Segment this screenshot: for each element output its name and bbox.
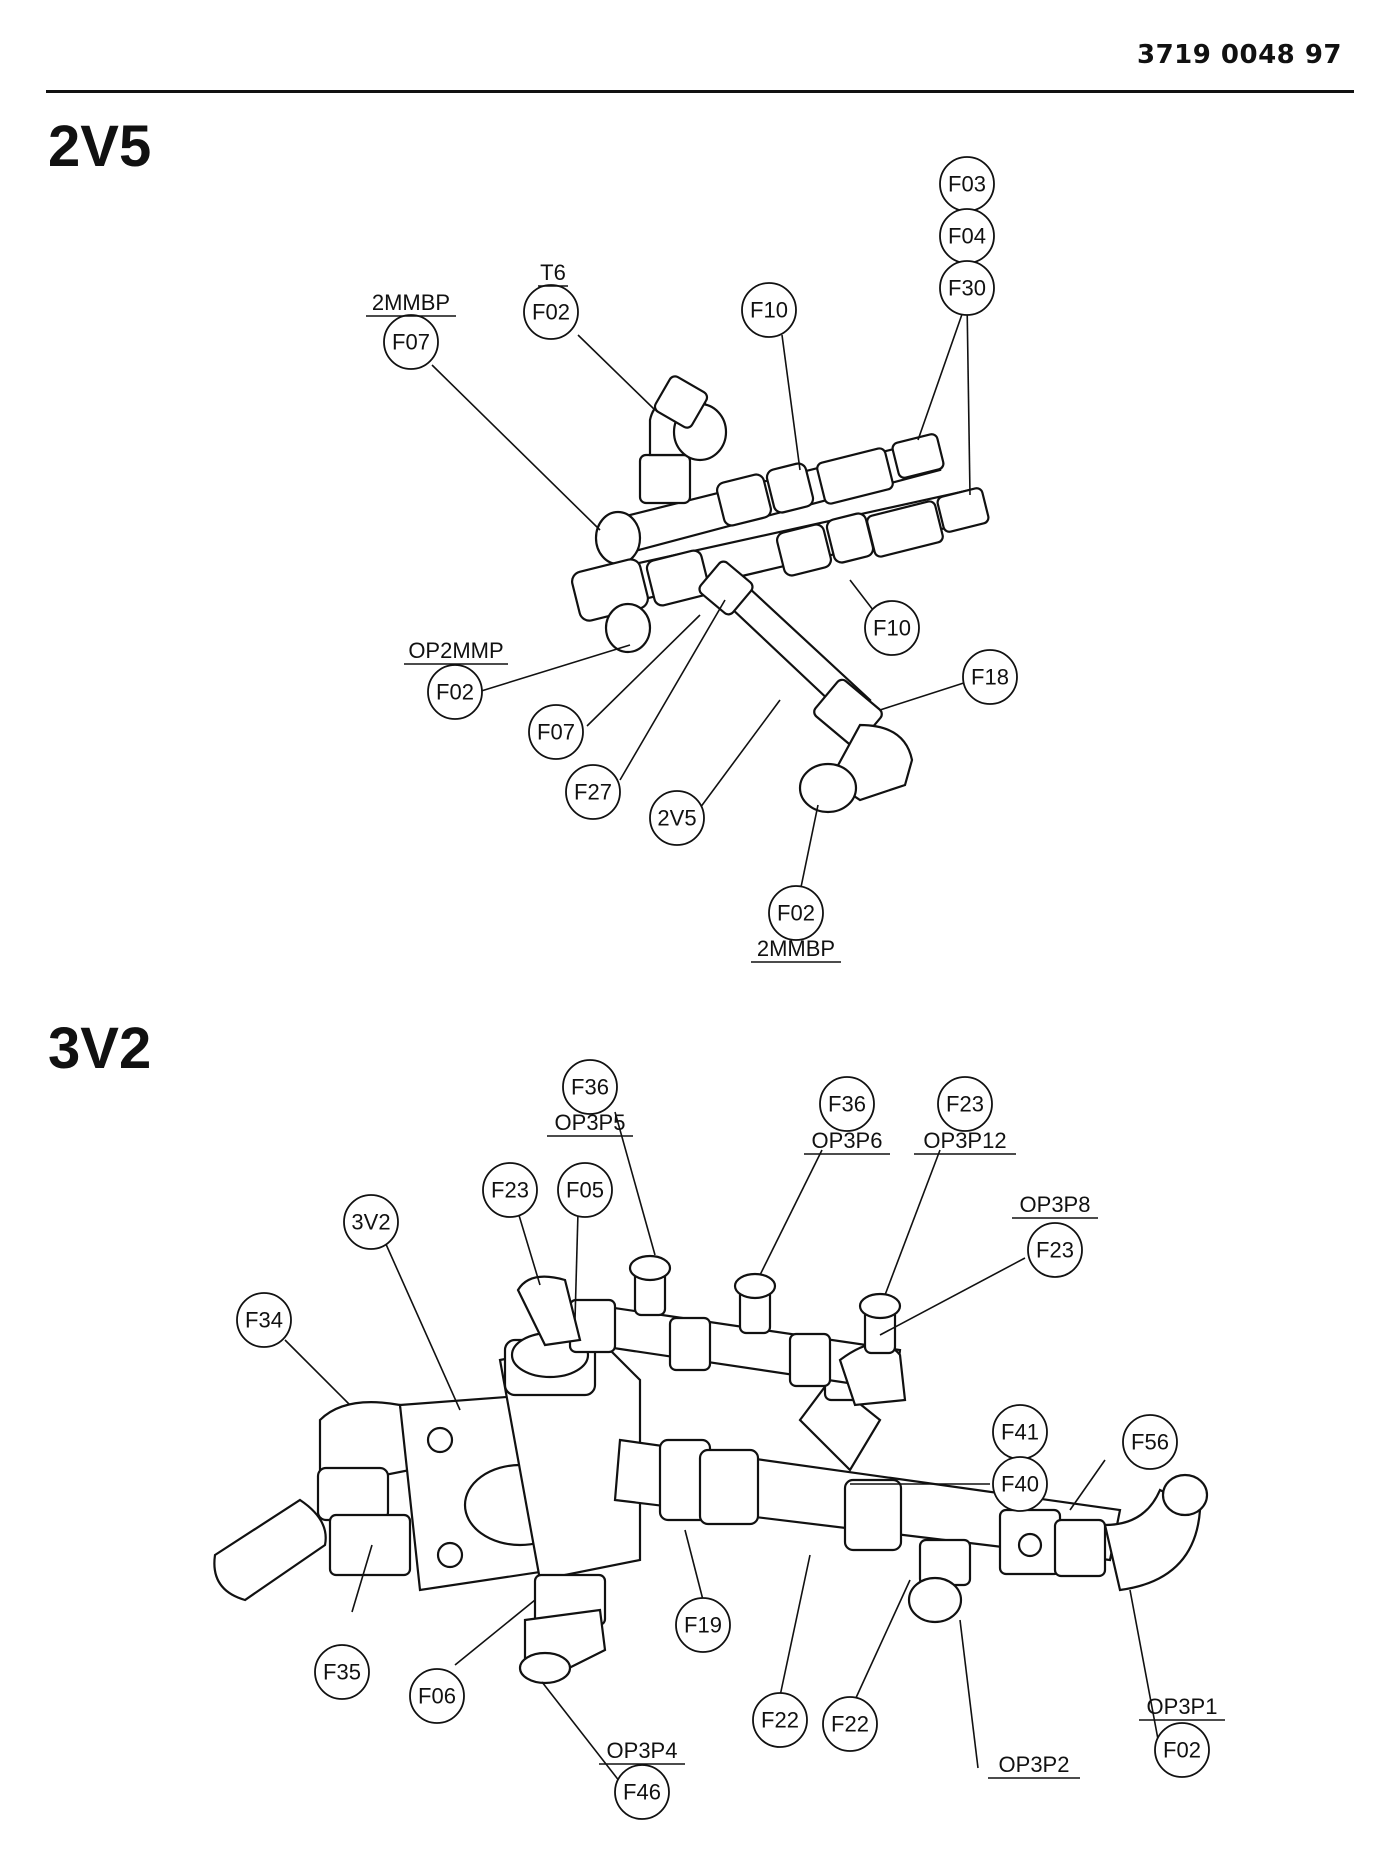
section-title-3v2: 3V2 xyxy=(48,1016,152,1081)
callout-f04: F04 xyxy=(939,208,995,264)
svg-text:F02: F02 xyxy=(777,901,815,926)
label-op3p1: OP3P1 xyxy=(1139,1694,1225,1721)
svg-text:F36: F36 xyxy=(571,1075,609,1100)
callout-f23-right: F23 xyxy=(1027,1222,1083,1278)
svg-text:F04: F04 xyxy=(948,224,986,249)
header-rule xyxy=(46,90,1354,93)
label-2mmbp-top: 2MMBP xyxy=(366,290,456,317)
svg-text:F23: F23 xyxy=(491,1178,529,1203)
callouts-2v5: F03 F04 F30 F02 F10 F07 F10 F18 F02 F07 … xyxy=(383,156,1018,941)
label-t6: T6 xyxy=(538,260,568,287)
svg-text:F02: F02 xyxy=(436,680,474,705)
callout-f05: F05 xyxy=(557,1162,613,1218)
assembly-2v5-drawing xyxy=(571,375,990,814)
svg-text:2MMBP: 2MMBP xyxy=(757,936,835,961)
svg-text:OP3P6: OP3P6 xyxy=(812,1128,883,1153)
callout-f56: F56 xyxy=(1122,1414,1178,1470)
svg-text:F22: F22 xyxy=(831,1712,869,1737)
svg-text:F10: F10 xyxy=(750,298,788,323)
svg-text:F05: F05 xyxy=(566,1178,604,1203)
svg-text:F10: F10 xyxy=(873,616,911,641)
callout-f03: F03 xyxy=(939,156,995,212)
callout-f35: F35 xyxy=(314,1644,370,1700)
label-2mmbp-bottom: 2MMBP xyxy=(751,936,841,963)
svg-text:F35: F35 xyxy=(323,1660,361,1685)
callout-f36-left: F36 xyxy=(562,1059,618,1115)
label-op3p4: OP3P4 xyxy=(599,1738,685,1765)
svg-text:F19: F19 xyxy=(684,1613,722,1638)
svg-text:F23: F23 xyxy=(1036,1238,1074,1263)
diagram-3v2: F36 F36 F23 F23 F05 3V2 F23 F34 F41 F40 … xyxy=(213,1059,1225,1820)
svg-text:F22: F22 xyxy=(761,1708,799,1733)
svg-text:F46: F46 xyxy=(623,1780,661,1805)
callout-f30: F30 xyxy=(939,260,995,316)
labels-3v2: OP3P5 OP3P6 OP3P12 OP3P8 OP3P1 OP3P2 OP3… xyxy=(547,1110,1225,1779)
svg-text:2MMBP: 2MMBP xyxy=(372,290,450,315)
callout-f10-bottom: F10 xyxy=(864,600,920,656)
svg-text:F07: F07 xyxy=(537,720,575,745)
callout-f46: F46 xyxy=(614,1764,670,1820)
callout-f40: F40 xyxy=(992,1456,1048,1512)
callout-f06: F06 xyxy=(409,1668,465,1724)
svg-text:F30: F30 xyxy=(948,276,986,301)
callout-f02-top: F02 xyxy=(523,284,579,340)
callout-f18: F18 xyxy=(962,649,1018,705)
callout-f19: F19 xyxy=(675,1597,731,1653)
label-op3p12: OP3P12 xyxy=(914,1128,1016,1155)
callout-f34: F34 xyxy=(236,1292,292,1348)
svg-text:F36: F36 xyxy=(828,1092,866,1117)
svg-text:F56: F56 xyxy=(1131,1430,1169,1455)
document-number: 3719 0048 97 xyxy=(1136,40,1342,70)
callout-f07-top: F07 xyxy=(383,314,439,370)
svg-text:OP3P4: OP3P4 xyxy=(607,1738,678,1763)
callout-f02: F02 xyxy=(1154,1722,1210,1778)
svg-text:F02: F02 xyxy=(1163,1738,1201,1763)
callout-f22-left: F22 xyxy=(752,1692,808,1748)
callout-f02-left: F02 xyxy=(427,664,483,720)
label-op3p6: OP3P6 xyxy=(804,1128,890,1155)
callouts-3v2: F36 F36 F23 F23 F05 3V2 F23 F34 F41 F40 … xyxy=(236,1059,1210,1820)
diagram-2v5: F03 F04 F30 F02 F10 F07 F10 F18 F02 F07 … xyxy=(366,156,1018,963)
label-op2mmp: OP2MMP xyxy=(404,638,508,665)
label-op3p2: OP3P2 xyxy=(988,1752,1080,1779)
label-op3p5: OP3P5 xyxy=(547,1110,633,1137)
labels-2v5: T6 2MMBP OP2MMP 2MMBP xyxy=(366,260,841,963)
svg-text:F06: F06 xyxy=(418,1684,456,1709)
svg-text:F02: F02 xyxy=(532,300,570,325)
leader-lines-3v2 xyxy=(284,1111,1161,1783)
svg-text:F41: F41 xyxy=(1001,1420,1039,1445)
svg-text:F27: F27 xyxy=(574,780,612,805)
callout-f23-left: F23 xyxy=(482,1162,538,1218)
svg-text:OP2MMP: OP2MMP xyxy=(408,638,503,663)
callout-f07-bottom: F07 xyxy=(528,704,584,760)
svg-text:OP3P1: OP3P1 xyxy=(1147,1694,1218,1719)
callout-f23-top: F23 xyxy=(937,1076,993,1132)
label-op3p8: OP3P8 xyxy=(1012,1192,1098,1219)
svg-text:F07: F07 xyxy=(392,330,430,355)
svg-text:OP3P8: OP3P8 xyxy=(1020,1192,1091,1217)
callout-3v2: 3V2 xyxy=(343,1194,399,1250)
svg-text:T6: T6 xyxy=(540,260,566,285)
callout-f41: F41 xyxy=(992,1404,1048,1460)
svg-text:F34: F34 xyxy=(245,1308,283,1333)
svg-text:OP3P5: OP3P5 xyxy=(555,1110,626,1135)
callout-f10-top: F10 xyxy=(741,282,797,338)
svg-text:F03: F03 xyxy=(948,172,986,197)
callout-f02-bottom: F02 xyxy=(768,885,824,941)
svg-text:F18: F18 xyxy=(971,665,1009,690)
svg-text:F40: F40 xyxy=(1001,1472,1039,1497)
assembly-3v2-drawing xyxy=(213,1254,1209,1685)
callout-2v5: 2V5 xyxy=(649,790,705,846)
callout-f22-right: F22 xyxy=(822,1696,878,1752)
svg-text:2V5: 2V5 xyxy=(657,806,696,831)
callout-f36-right: F36 xyxy=(819,1076,875,1132)
svg-text:3V2: 3V2 xyxy=(351,1210,390,1235)
callout-f27: F27 xyxy=(565,764,621,820)
section-title-2v5: 2V5 xyxy=(48,114,152,179)
svg-text:OP3P12: OP3P12 xyxy=(923,1128,1006,1153)
svg-text:F23: F23 xyxy=(946,1092,984,1117)
svg-text:OP3P2: OP3P2 xyxy=(999,1752,1070,1777)
